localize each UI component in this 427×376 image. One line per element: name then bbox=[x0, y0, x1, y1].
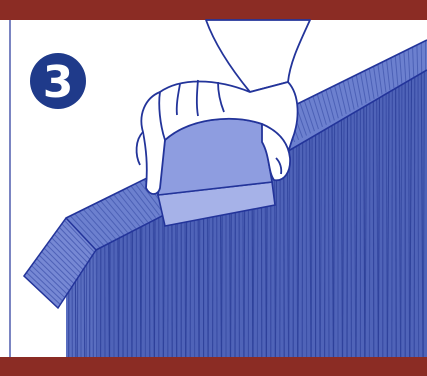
bottom-frame-bar bbox=[0, 357, 427, 376]
step-number: 3 bbox=[43, 57, 74, 108]
step-number-badge: 3 bbox=[30, 53, 86, 109]
